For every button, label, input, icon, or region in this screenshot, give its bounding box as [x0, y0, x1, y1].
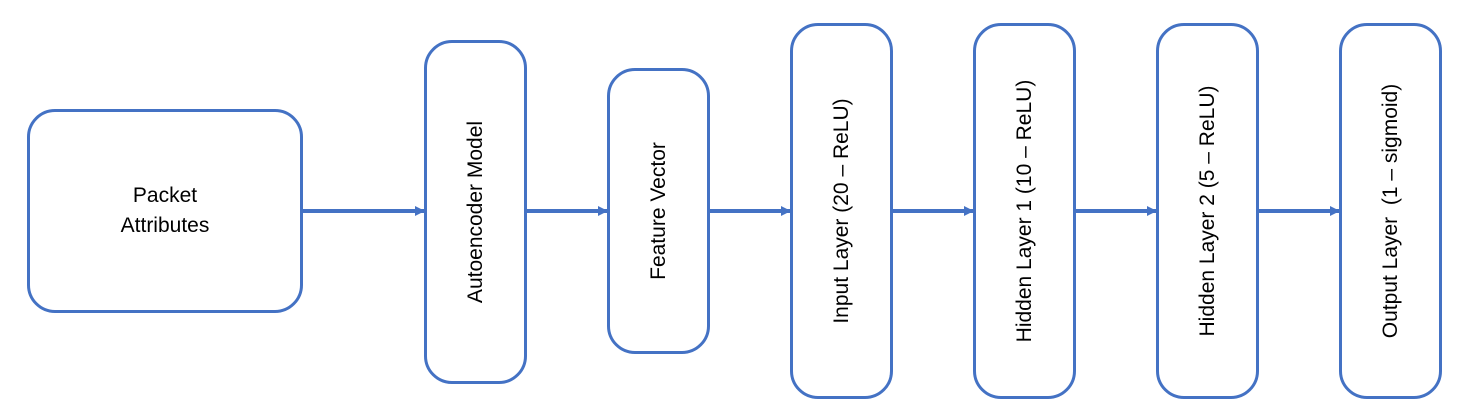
node-autoencoder-model-label: Autoencoder Model	[463, 120, 487, 304]
node-output-layer-label: Output Layer (1 – sigmoid)	[1378, 83, 1402, 339]
node-output-layer: Output Layer (1 – sigmoid)	[1339, 23, 1442, 399]
node-input-layer: Input Layer (20 – ReLU)	[790, 23, 893, 399]
node-hidden-layer-2-label: Hidden Layer 2 (5 – ReLU)	[1195, 85, 1219, 337]
node-feature-vector-label: Feature Vector	[646, 142, 670, 280]
node-hidden-layer-2: Hidden Layer 2 (5 – ReLU)	[1156, 23, 1259, 399]
node-packet-attributes-label: Packet Attributes	[120, 184, 210, 237]
node-autoencoder-model: Autoencoder Model	[424, 40, 527, 384]
node-packet-attributes: Packet Attributes	[27, 109, 303, 313]
node-feature-vector: Feature Vector	[607, 68, 710, 354]
node-input-layer-label: Input Layer (20 – ReLU)	[829, 98, 853, 324]
node-hidden-layer-1-label: Hidden Layer 1 (10 – ReLU)	[1012, 79, 1036, 343]
node-hidden-layer-1: Hidden Layer 1 (10 – ReLU)	[973, 23, 1076, 399]
